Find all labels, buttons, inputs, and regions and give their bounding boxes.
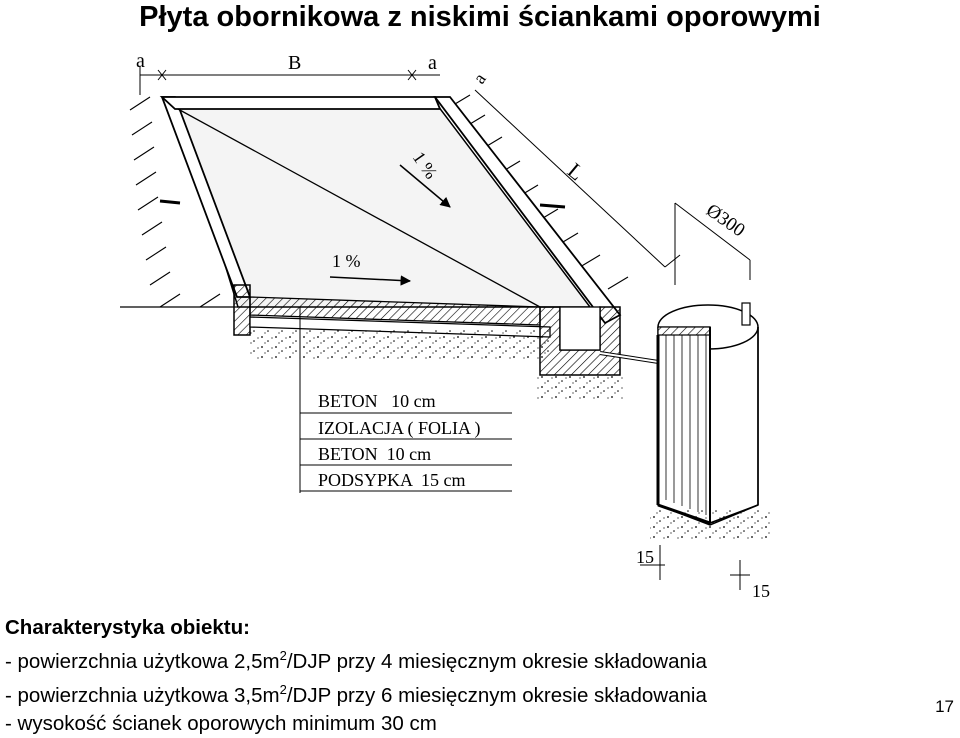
line2-superscript: 2	[279, 681, 287, 697]
dim-b-label: B	[288, 52, 301, 74]
dim-a-left-label: a	[136, 50, 145, 72]
dim-a-side-label: a	[469, 69, 490, 87]
dim-15-label-a: 15	[636, 547, 654, 567]
layer-label-3: BETON 10 cm	[318, 444, 431, 464]
object-characteristics: Charakterystyka obiektu: - powierzchnia …	[5, 614, 707, 738]
manure-slab-diagram: a B a a L 1 % 1 % Ø300 15 15 BETON 10 cm…	[120, 50, 770, 601]
line1-text-a: - powierzchnia użytkowa 2,5m	[5, 649, 280, 673]
page-title: Płyta obornikowa z niskimi ściankami opo…	[139, 1, 821, 33]
collection-tank	[650, 302, 770, 540]
layer-label-4: PODSYPKA 15 cm	[318, 470, 466, 490]
layer-label-1: BETON 10 cm	[318, 391, 436, 411]
slab-section	[120, 296, 551, 359]
dim-a-right-label: a	[428, 52, 437, 74]
line1-superscript: 2	[279, 648, 287, 663]
pipe-diameter-label: Ø300	[702, 200, 749, 241]
slope-arrow-1	[399, 164, 451, 208]
slope-arrow-4	[539, 203, 566, 209]
characteristics-line-2: - powierzchnia użytkowa 3,5m2/DJP przy 6…	[5, 676, 707, 710]
page-number: 17	[935, 697, 954, 716]
line2-text-a: - powierzchnia użytkowa 3,5m	[5, 683, 280, 707]
slope-arrow-2	[329, 275, 412, 286]
ground-hatching-left	[129, 96, 221, 308]
line1-text-b: /DJP przy 4 miesięcznym okresie składowa…	[286, 649, 707, 673]
slope-label-2: 1 %	[332, 251, 361, 271]
line2-text-b: /DJP przy 6 miesięcznym okresie składowa…	[286, 683, 707, 707]
layer-legend: BETON 10 cm IZOLACJA ( FOLIA ) BETON 10 …	[299, 307, 512, 493]
dimension-lines	[139, 67, 751, 590]
dim-l-label: L	[563, 158, 589, 186]
characteristics-heading: Charakterystyka obiektu:	[5, 616, 250, 639]
left-wall-section	[233, 284, 251, 336]
slope-arrow-3	[159, 199, 181, 205]
layer-label-2: IZOLACJA ( FOLIA )	[318, 418, 481, 439]
drainage-channel	[535, 306, 666, 400]
characteristics-line-3: - wysokość ścianek oporowych minimum 30 …	[5, 711, 437, 735]
characteristics-line-1: - powierzchnia użytkowa 2,5m2/DJP przy 4…	[5, 642, 707, 676]
back-retaining-wall	[159, 96, 442, 110]
dim-15-label-b: 15	[752, 581, 770, 601]
slab-diagonal	[177, 108, 541, 308]
